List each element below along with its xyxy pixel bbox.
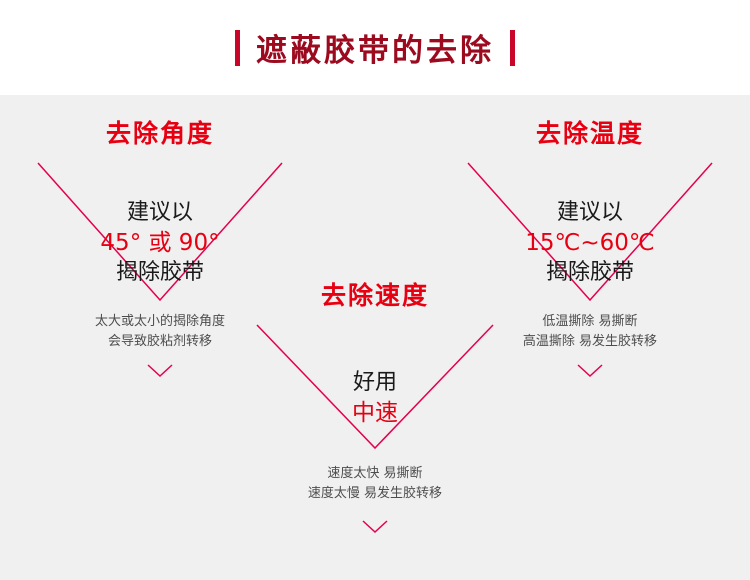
- funnel-angle-title: 去除角度: [105, 119, 214, 148]
- header: 遮蔽胶带的去除: [0, 0, 750, 95]
- funnel-triangle-icon: [37, 162, 283, 302]
- funnel-speed-note2: 速度太慢 易发生胶转移: [307, 486, 443, 501]
- chevron-down-icon: [577, 364, 603, 378]
- funnel-temperature: 去除温度 建议以 15℃~60℃ 揭除胶带 低温撕除 易撕断 高温撕除 易发生胶…: [458, 118, 722, 378]
- title-left-bar: [235, 29, 240, 66]
- title-right-bar: [510, 29, 515, 66]
- page-title: 遮蔽胶带的去除: [256, 33, 494, 69]
- funnel-temperature-line2: 15℃~60℃: [525, 230, 655, 256]
- funnel-temperature-lines: 建议以 15℃~60℃ 揭除胶带: [458, 198, 722, 288]
- funnel-speed-lines: 好用 中速: [253, 368, 497, 428]
- funnel-temperature-note1: 低温撕除 易撕断: [542, 314, 638, 329]
- funnel-speed: 去除速度 好用 中速 速度太快 易撕断 速度太慢 易发生胶转移: [253, 280, 497, 534]
- funnel-angle-note2: 会导致胶粘剂转移: [107, 334, 212, 349]
- funnel-speed-title: 去除速度: [320, 281, 429, 310]
- funnel-speed-line1: 好用: [352, 370, 397, 395]
- funnel-temperature-title: 去除温度: [535, 119, 644, 148]
- funnel-speed-notes: 速度太快 易撕断 速度太慢 易发生胶转移: [253, 464, 497, 504]
- funnel-triangle-icon: [256, 324, 494, 450]
- funnel-temperature-body: 建议以 15℃~60℃ 揭除胶带: [458, 162, 722, 302]
- funnel-angle-note1: 太大或太小的揭除角度: [94, 314, 225, 329]
- funnel-angle: 去除角度 建议以 45° 或 90° 揭除胶带 太大或太小的揭除角度 会导致胶粘…: [28, 118, 292, 378]
- funnel-speed-line2: 中速: [352, 400, 398, 426]
- funnel-angle-body: 建议以 45° 或 90° 揭除胶带: [28, 162, 292, 302]
- funnel-triangle-icon: [467, 162, 713, 302]
- funnel-temperature-notes: 低温撕除 易撕断 高温撕除 易发生胶转移: [458, 312, 722, 352]
- chevron-down-icon: [147, 364, 173, 378]
- funnel-angle-notes: 太大或太小的揭除角度 会导致胶粘剂转移: [28, 312, 292, 352]
- funnel-temperature-line1: 建议以: [556, 200, 623, 225]
- funnel-temperature-note2: 高温撕除 易发生胶转移: [522, 334, 658, 349]
- funnel-angle-line1: 建议以: [126, 200, 193, 225]
- funnel-angle-lines: 建议以 45° 或 90° 揭除胶带: [28, 198, 292, 288]
- funnel-temperature-line3: 揭除胶带: [545, 260, 634, 285]
- funnel-speed-body: 好用 中速: [253, 324, 497, 450]
- funnel-angle-line3: 揭除胶带: [115, 260, 204, 285]
- funnel-angle-line2: 45° 或 90°: [100, 230, 220, 256]
- chevron-down-icon: [362, 520, 388, 534]
- funnel-speed-note1: 速度太快 易撕断: [327, 466, 423, 481]
